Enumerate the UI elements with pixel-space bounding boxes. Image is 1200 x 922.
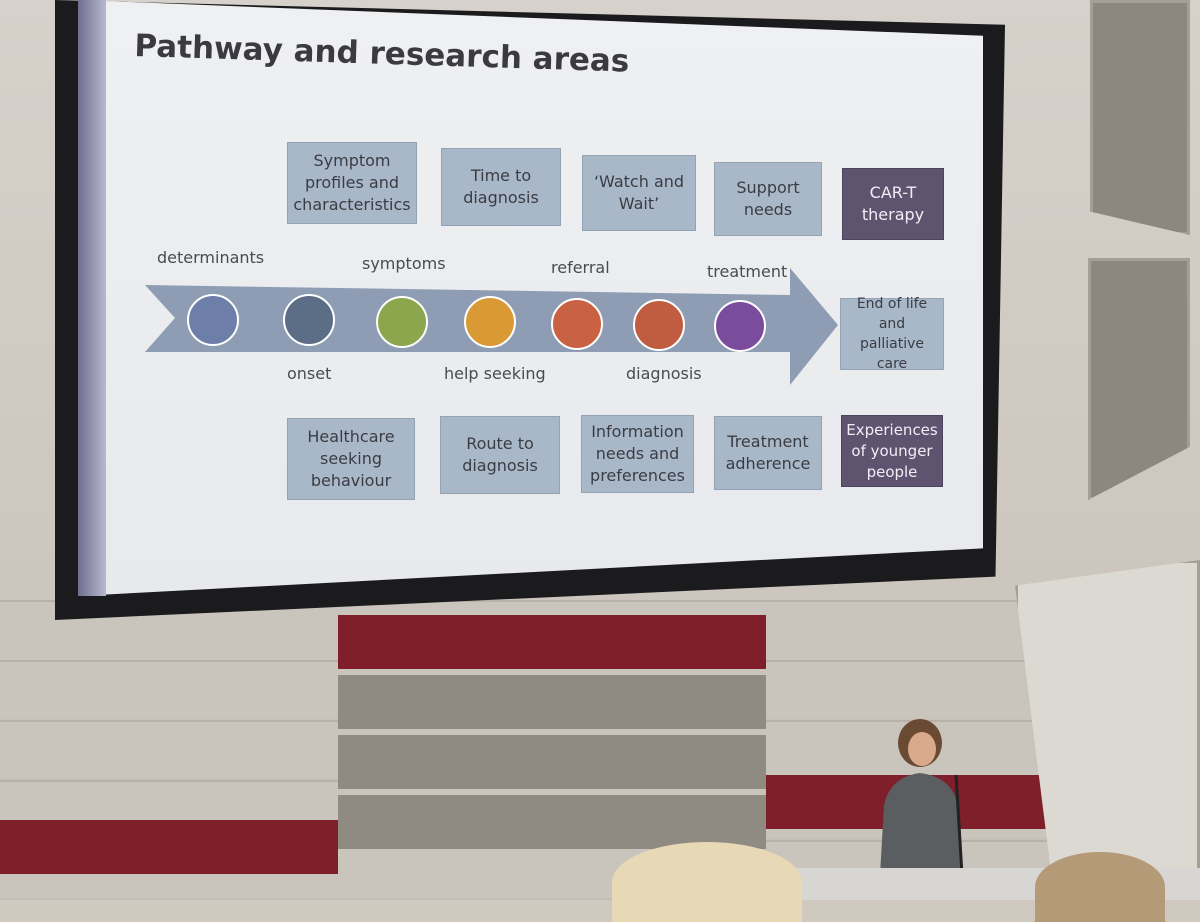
stage-circles [187,294,766,352]
stage-circle [551,298,603,350]
grey-wall-stripe [338,795,766,849]
stage-diagnosis: diagnosis [626,364,702,383]
box-car-t-therapy: CAR-T therapy [842,168,944,240]
screen-edge-shadow [78,0,106,596]
stage-circle [283,294,335,346]
box-healthcare-seeking: Healthcare seeking behaviour [287,418,415,500]
stage-circle [376,296,428,348]
box-watch-and-wait: ‘Watch and Wait’ [582,155,696,231]
box-symptom-profiles: Symptom profiles and characteristics [287,142,417,224]
stage-circle [633,299,685,351]
stage-referral: referral [551,258,610,277]
audience-head [1035,852,1165,922]
box-support-needs: Support needs [714,162,822,236]
stage-symptoms: symptoms [362,254,446,273]
stage-circle [187,294,239,346]
grey-wall-stripe [338,675,766,729]
lectern-panel [1015,560,1200,880]
red-wall-stripe [338,615,766,669]
box-treatment-adherence: Treatment adherence [714,416,822,490]
red-wall-stripe [0,820,338,874]
stage-treatment: treatment [707,262,788,281]
stage-circle [464,296,516,348]
box-time-to-diagnosis: Time to diagnosis [441,148,561,226]
box-information-needs: Information needs and preferences [581,415,694,493]
acoustic-panel [1090,0,1190,235]
grey-wall-stripe [338,735,766,789]
stage-help-seeking: help seeking [444,364,546,383]
stage-onset: onset [287,364,332,383]
box-experiences-younger: Experiences of younger people [841,415,943,487]
box-end-of-life: End of life and palliative care [840,296,944,372]
pathway-arrow-diagram [145,268,838,385]
stage-circle [714,300,766,352]
stage-determinants: determinants [157,248,265,267]
speaker-person [880,719,964,875]
audience-head [612,842,802,922]
box-route-to-diagnosis: Route to diagnosis [440,416,560,494]
